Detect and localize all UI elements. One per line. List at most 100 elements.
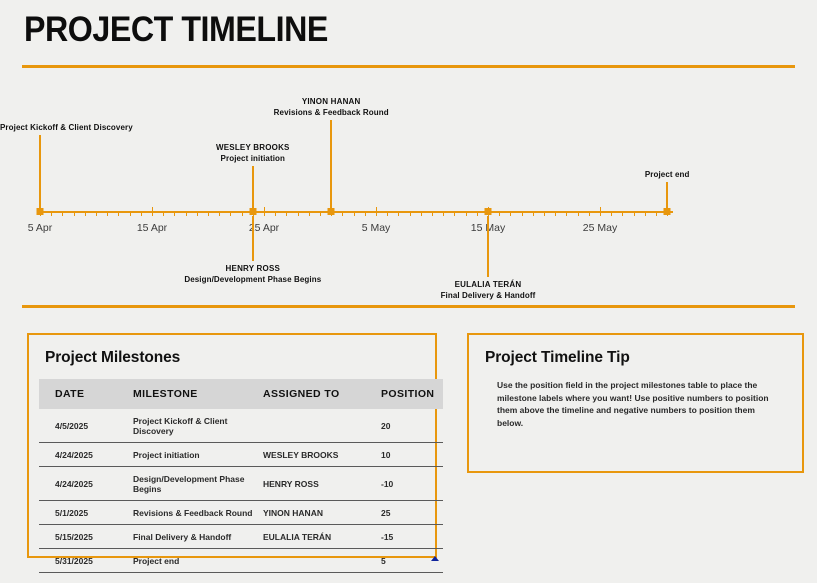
cell-position[interactable]: 20 (381, 409, 443, 443)
milestone-marker[interactable] (327, 208, 335, 215)
page-title: PROJECT TIMELINE (24, 10, 328, 49)
axis-tick-minor (622, 211, 624, 216)
axis-tick-major (376, 207, 377, 216)
axis-label-5: 25 May (582, 222, 618, 234)
axis-tick-minor (84, 211, 86, 216)
cell-milestone[interactable]: Final Delivery & Handoff (133, 524, 263, 549)
cell-date[interactable]: 4/5/2025 (39, 409, 133, 443)
axis-tick-minor (499, 211, 501, 216)
axis-tick-minor (398, 211, 400, 216)
axis-tick-minor (656, 211, 657, 216)
axis-tick-minor (286, 211, 288, 216)
table-resize-handle[interactable] (431, 556, 439, 561)
table-header-row: DATE MILESTONE ASSIGNED TO POSITION (39, 379, 443, 409)
axis-label-1: 15 Apr (136, 222, 168, 234)
cell-position[interactable]: 10 (381, 442, 443, 467)
axis-tick-minor (420, 211, 422, 216)
axis-tick-minor (353, 211, 355, 216)
cell-assigned-to[interactable]: EULALIA TERÁN (263, 524, 381, 549)
axis-tick-minor (118, 211, 120, 216)
cell-assigned-to[interactable]: WESLEY BROOKS (263, 442, 381, 467)
axis-tick-minor (566, 211, 568, 216)
axis-tick-minor (443, 211, 445, 216)
axis-tick-minor (544, 211, 545, 216)
milestone-label-desc: Final Delivery & Handoff (440, 290, 536, 300)
axis-tick-minor (297, 211, 299, 216)
milestone-marker[interactable] (249, 208, 257, 215)
milestone-connector (487, 216, 489, 277)
axis-tick-minor (208, 211, 209, 216)
cell-date[interactable]: 5/31/2025 (39, 548, 133, 573)
axis-tick-minor (387, 211, 389, 216)
axis-tick-minor (51, 211, 53, 216)
cell-assigned-to[interactable] (263, 548, 381, 573)
axis-tick-minor (275, 211, 277, 216)
cell-position[interactable]: -15 (381, 524, 443, 549)
axis-tick-minor (432, 211, 433, 216)
cell-milestone[interactable]: Project Kickoff & Client Discovery (133, 409, 263, 443)
axis-tick-minor (219, 211, 221, 216)
cell-assigned-to[interactable]: HENRY ROSS (263, 466, 381, 501)
cell-date[interactable]: 4/24/2025 (39, 442, 133, 467)
axis-tick-minor (454, 211, 456, 216)
axis-tick-minor (174, 211, 176, 216)
milestone-marker[interactable] (36, 208, 44, 215)
axis-tick-major (152, 207, 153, 216)
cell-milestone[interactable]: Project initiation (133, 442, 263, 467)
cell-assigned-to[interactable]: YINON HANAN (263, 500, 381, 525)
cell-date[interactable]: 5/15/2025 (39, 524, 133, 549)
timeline-axis (40, 211, 673, 213)
column-header-date[interactable]: DATE (39, 379, 133, 409)
column-header-milestone[interactable]: MILESTONE (133, 379, 263, 409)
cell-position[interactable]: 25 (381, 500, 443, 525)
milestone-connector (251, 216, 254, 261)
milestone-label: Project end (645, 169, 690, 180)
milestone-label-desc: Design/Development Phase Begins (184, 275, 322, 284)
cell-milestone[interactable]: Project end (133, 548, 263, 573)
milestone-label-name: HENRY ROSS (225, 264, 281, 273)
axis-tick-minor (185, 211, 187, 216)
axis-tick-minor (129, 211, 131, 216)
axis-tick-minor (510, 211, 512, 216)
milestone-label-desc: Project end (644, 169, 690, 179)
milestone-label-desc: Project initiation (220, 154, 286, 163)
axis-tick-minor (140, 211, 142, 216)
milestone-label: HENRY ROSS Design/Development Phase Begin… (184, 263, 321, 285)
axis-tick-minor (364, 211, 366, 216)
axis-tick-minor (644, 211, 646, 216)
axis-label-0: 5 Apr (27, 222, 53, 234)
milestone-marker[interactable] (663, 208, 671, 215)
axis-tick-minor (476, 211, 478, 216)
cell-date[interactable]: 5/1/2025 (39, 500, 133, 525)
column-header-assigned-to[interactable]: ASSIGNED TO (263, 379, 381, 409)
axis-tick-minor (73, 211, 75, 216)
cell-date[interactable]: 4/24/2025 (39, 466, 133, 501)
header-divider (22, 65, 795, 68)
cell-assigned-to[interactable] (263, 409, 381, 443)
milestone-label-desc: Revisions & Feedback Round (273, 107, 389, 117)
axis-label-3: 5 May (361, 222, 391, 234)
axis-tick-minor (342, 211, 344, 216)
axis-tick-minor (409, 211, 411, 216)
axis-tick-minor (555, 211, 557, 216)
cell-milestone[interactable]: Design/Development Phase Begins (133, 466, 263, 501)
axis-label-2: 25 Apr (248, 222, 280, 234)
milestones-table[interactable]: DATE MILESTONE ASSIGNED TO POSITION 4/5/… (39, 379, 443, 573)
section-divider (22, 305, 795, 308)
column-header-position[interactable]: POSITION (381, 379, 443, 409)
milestone-label-name: YINON HANAN (301, 96, 361, 106)
cell-milestone[interactable]: Revisions & Feedback Round (133, 500, 263, 525)
cell-position[interactable]: -10 (381, 466, 443, 501)
project-timeline-tip-card: Project Timeline Tip Use the position fi… (467, 333, 804, 473)
axis-tick-minor (611, 211, 613, 216)
milestone-label-desc: Project Kickoff & Client Discovery (0, 123, 133, 132)
milestone-marker[interactable] (484, 208, 492, 215)
